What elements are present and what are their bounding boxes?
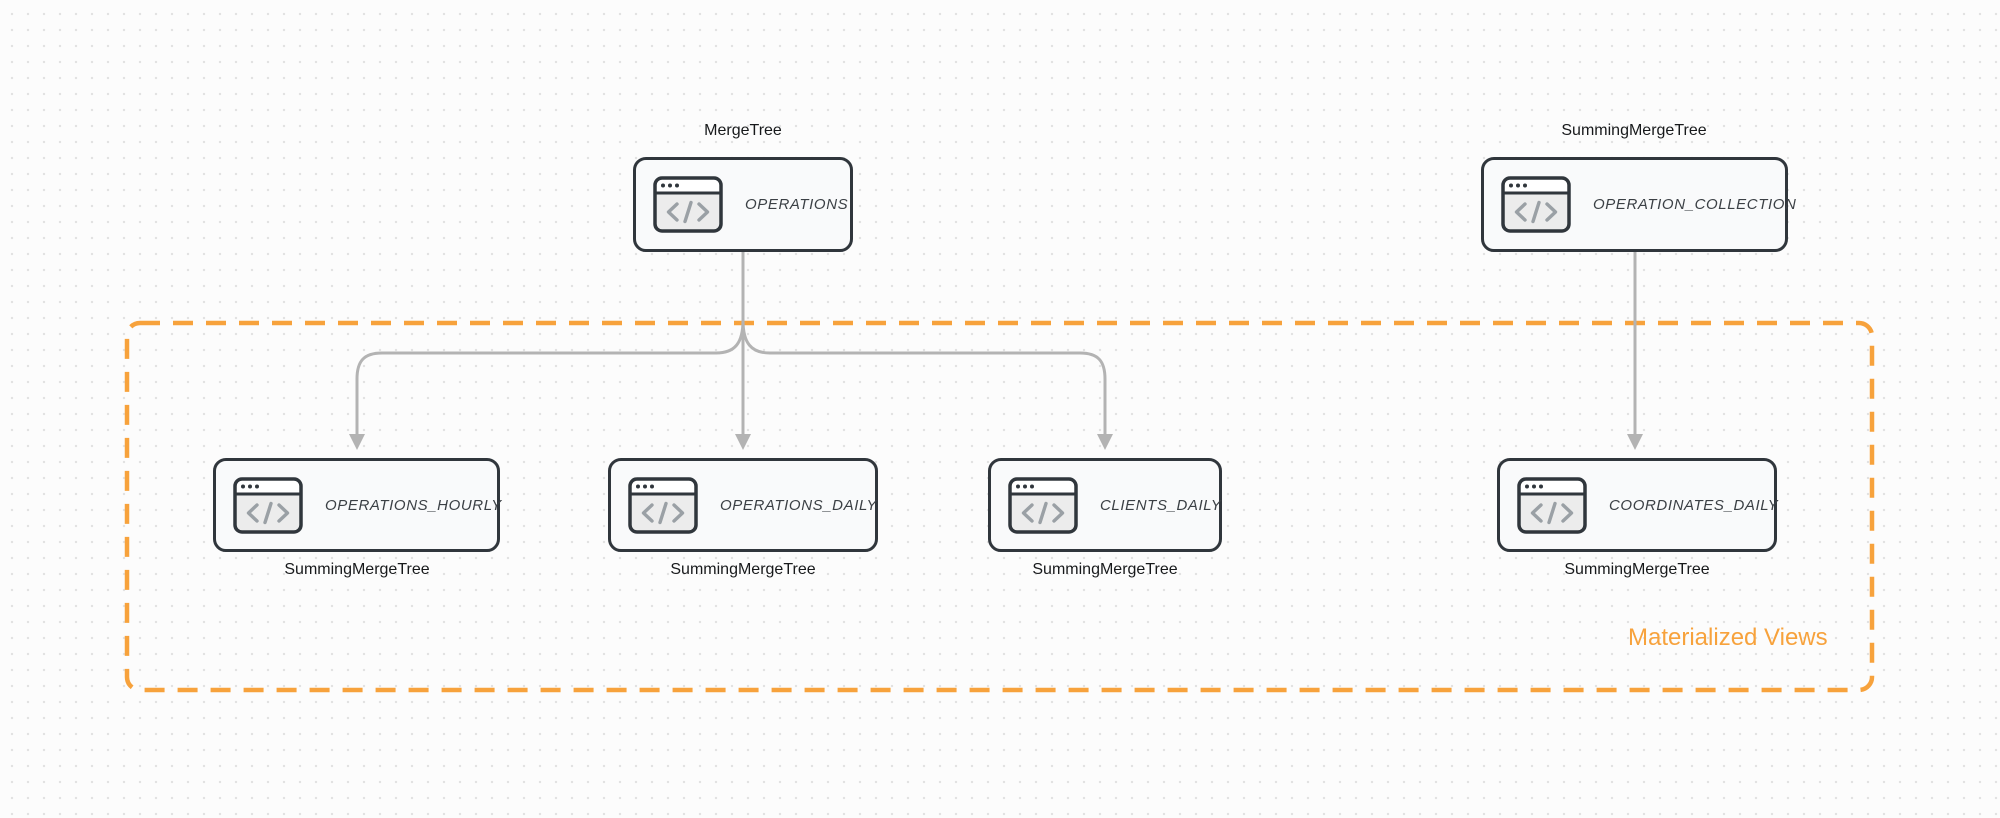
- node-coordinates-daily[interactable]: COORDINATES_DAILY: [1497, 458, 1779, 552]
- engine-label-operations: MergeTree: [704, 122, 782, 139]
- materialized-views-group-label: Materialized Views: [1628, 624, 1828, 651]
- edge-operations-to-clients-daily: [741, 318, 1107, 437]
- materialized-views-group-frame: [124, 320, 1875, 693]
- engine-label-operation-collection: SummingMergeTree: [1561, 122, 1707, 139]
- node-label: CLIENTS_DAILY: [1100, 496, 1222, 514]
- code-window-icon: [628, 476, 698, 534]
- edge-operations-to-operations-hourly: [355, 318, 745, 437]
- node-operations-daily[interactable]: OPERATIONS_DAILY: [608, 458, 878, 552]
- node-operations-hourly[interactable]: OPERATIONS_HOURLY: [213, 458, 502, 552]
- node-operations[interactable]: OPERATIONS: [633, 157, 853, 252]
- code-window-icon: [233, 476, 303, 534]
- code-window-icon: [1008, 476, 1078, 534]
- engine-label-operations-daily: SummingMergeTree: [670, 561, 816, 578]
- node-label: OPERATIONS: [745, 196, 849, 213]
- engine-label-operations-hourly: SummingMergeTree: [284, 561, 430, 578]
- engine-label-coordinates-daily: SummingMergeTree: [1564, 561, 1710, 578]
- code-window-icon: [653, 176, 723, 233]
- arrowhead-coordinates-daily: [1627, 434, 1643, 450]
- node-operation-collection[interactable]: OPERATION_COLLECTION: [1481, 157, 1796, 252]
- node-label: OPERATION_COLLECTION: [1593, 196, 1797, 213]
- arrowhead-clients-daily: [1097, 434, 1113, 450]
- node-label: COORDINATES_DAILY: [1609, 496, 1779, 514]
- engine-label-clients-daily: SummingMergeTree: [1032, 561, 1178, 578]
- node-label: OPERATIONS_HOURLY: [325, 496, 502, 514]
- node-clients-daily[interactable]: CLIENTS_DAILY: [988, 458, 1222, 552]
- node-label: OPERATIONS_DAILY: [720, 496, 878, 514]
- code-window-icon: [1517, 476, 1587, 534]
- arrowhead-operations-hourly: [349, 434, 365, 450]
- arrowhead-operations-daily: [735, 434, 751, 450]
- code-window-icon: [1501, 176, 1571, 233]
